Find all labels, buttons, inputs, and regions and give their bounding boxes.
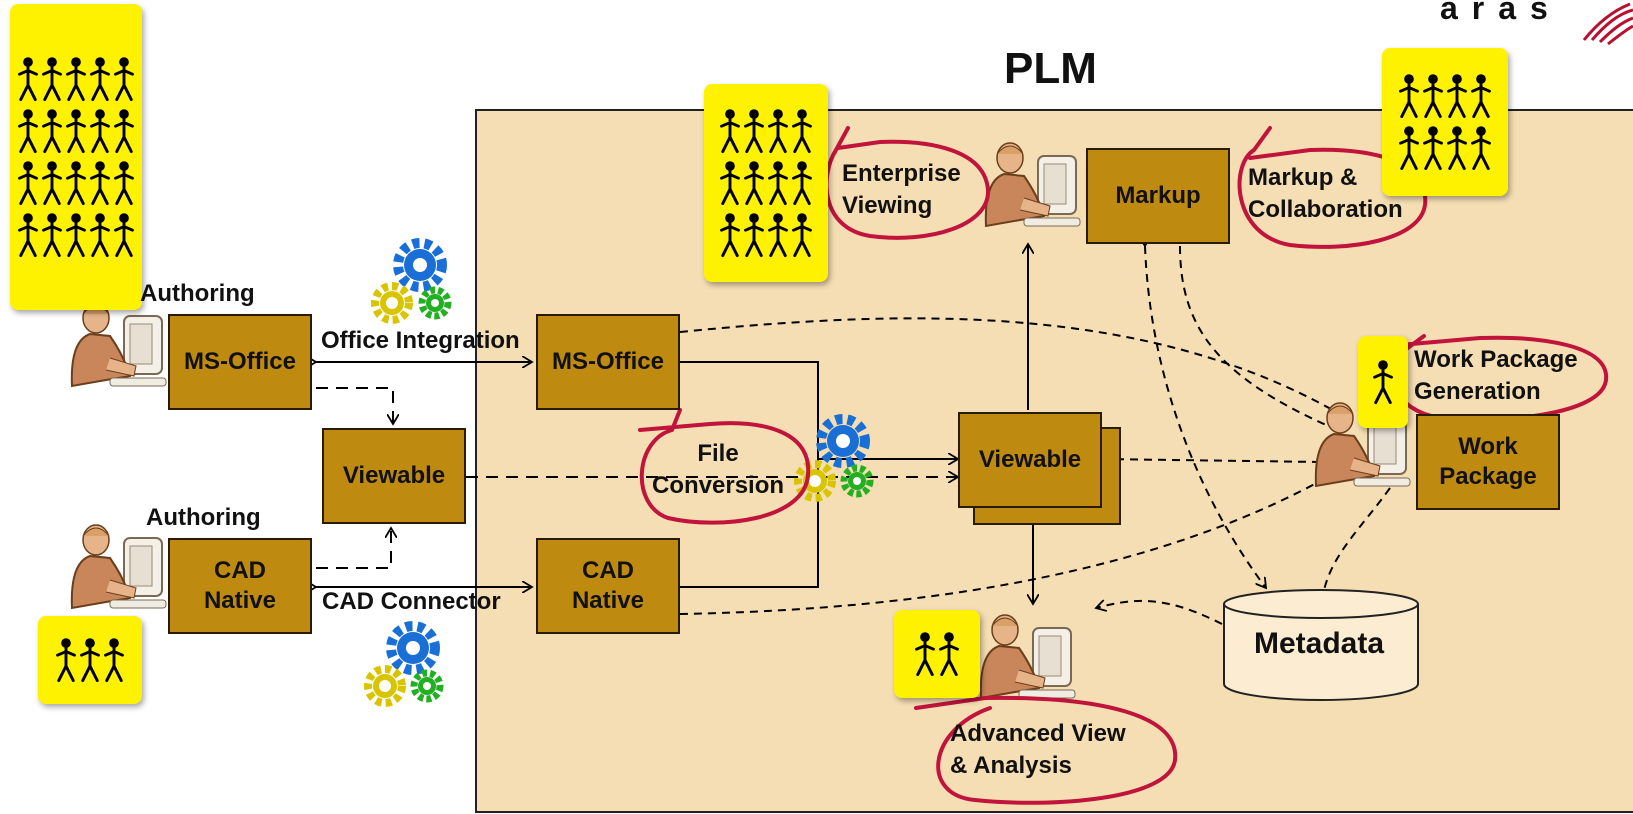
person-figure-icon bbox=[114, 160, 134, 206]
person-figure-icon bbox=[744, 212, 764, 258]
viewable-plm-box: Viewable bbox=[958, 412, 1102, 508]
gears-icon-cad bbox=[391, 626, 435, 670]
person-figure-icon bbox=[939, 631, 959, 677]
person-figure-icon bbox=[1399, 73, 1419, 119]
person-figure-icon bbox=[720, 212, 740, 258]
metadata-to-advanced-dash bbox=[1096, 601, 1223, 625]
aras-logo-text: aras bbox=[1440, 0, 1562, 26]
sticky-note-people-large bbox=[10, 4, 142, 310]
person-figure-icon bbox=[768, 108, 788, 154]
file-conversion-label: File Conversion bbox=[652, 440, 785, 499]
person-figure-icon bbox=[42, 160, 62, 206]
person-figure-icon bbox=[18, 56, 38, 102]
person-figure-icon bbox=[1447, 125, 1467, 171]
metadata-database bbox=[1223, 589, 1419, 701]
sticky-note-people-markup bbox=[1382, 48, 1508, 196]
person-figure-icon bbox=[104, 637, 124, 683]
person-figure-icon bbox=[18, 212, 38, 258]
person-figure-icon bbox=[720, 160, 740, 206]
cad-connector-label: CAD Connector bbox=[322, 588, 501, 615]
ms-office-left-box: MS-Office bbox=[168, 314, 312, 410]
person-figure-icon bbox=[66, 160, 86, 206]
person-figure-icon bbox=[1447, 73, 1467, 119]
person-figure-icon bbox=[66, 108, 86, 154]
person-figure-icon bbox=[915, 631, 935, 677]
person-figure-icon bbox=[114, 212, 134, 258]
person-figure-icon bbox=[56, 637, 76, 683]
sticky-note-people-advanced bbox=[894, 610, 980, 698]
sticky-note-people-enterprise bbox=[704, 84, 828, 282]
person-figure-icon bbox=[42, 56, 62, 102]
gears-icon-conversion bbox=[821, 419, 865, 463]
person-figure-icon bbox=[1373, 359, 1393, 405]
highlight-circles bbox=[638, 126, 1609, 805]
cad-to-viewable-dash bbox=[316, 528, 391, 569]
person-figure-icon bbox=[1423, 73, 1443, 119]
person-figure-icon bbox=[792, 212, 812, 258]
enterprise-viewing-label: Enterprise Viewing bbox=[842, 160, 961, 219]
gears-icon-cad bbox=[368, 669, 402, 703]
gears-icon-office bbox=[375, 286, 409, 320]
user-at-computer-icon bbox=[70, 524, 167, 609]
gears-icon-cad bbox=[414, 673, 440, 699]
advanced-view-analysis-label: Advanced View & Analysis bbox=[950, 720, 1126, 779]
ms-office-plm-box: MS-Office bbox=[536, 314, 680, 410]
person-figure-icon bbox=[744, 108, 764, 154]
person-figure-icon bbox=[90, 212, 110, 258]
person-figure-icon bbox=[114, 56, 134, 102]
person-figure-icon bbox=[792, 108, 812, 154]
markup-box: Markup bbox=[1086, 148, 1230, 244]
advanced-view-circle bbox=[914, 695, 1178, 805]
user-at-computer-icon bbox=[70, 302, 167, 387]
person-figure-icon bbox=[18, 160, 38, 206]
person-figure-icon bbox=[66, 212, 86, 258]
person-figure-icon bbox=[792, 160, 812, 206]
person-figure-icon bbox=[1423, 125, 1443, 171]
authoring-top-label: Authoring bbox=[140, 280, 255, 307]
plm-title: PLM bbox=[1004, 44, 1097, 93]
metadata-label: Metadata bbox=[1254, 627, 1385, 660]
msoffice-to-viewable-dash bbox=[316, 387, 393, 424]
person-figure-icon bbox=[42, 108, 62, 154]
office-integration-label: Office Integration bbox=[321, 327, 520, 354]
person-figure-icon bbox=[768, 160, 788, 206]
person-figure-icon bbox=[1471, 125, 1491, 171]
gears-icon-office bbox=[422, 290, 448, 316]
person-figure-icon bbox=[744, 160, 764, 206]
gears-icon-office bbox=[398, 243, 442, 287]
markup-metadata-dash bbox=[1145, 246, 1266, 588]
work-package-generation-label: Work Package Generation bbox=[1414, 346, 1578, 405]
cad-native-plm-box: CAD Native bbox=[536, 538, 680, 634]
workpackage-to-metadata-dash bbox=[1321, 487, 1391, 605]
person-figure-icon bbox=[720, 108, 740, 154]
person-figure-icon bbox=[90, 160, 110, 206]
person-figure-icon bbox=[1471, 73, 1491, 119]
viewable-left-box: Viewable bbox=[322, 428, 466, 524]
person-figure-icon bbox=[768, 212, 788, 258]
person-figure-icon bbox=[90, 108, 110, 154]
dashed-connectors bbox=[316, 387, 958, 569]
cad-native-left-box: CAD Native bbox=[168, 538, 312, 634]
person-figure-icon bbox=[18, 108, 38, 154]
sticky-note-people-workpackage bbox=[1358, 336, 1408, 428]
person-figure-icon bbox=[66, 56, 86, 102]
work-package-box: Work Package bbox=[1416, 414, 1560, 510]
person-figure-icon bbox=[80, 637, 100, 683]
person-figure-icon bbox=[90, 56, 110, 102]
file-conversion-circle bbox=[638, 408, 811, 525]
sticky-note-people-cad bbox=[38, 616, 142, 704]
aras-logo-mark bbox=[1582, 2, 1633, 46]
person-figure-icon bbox=[42, 212, 62, 258]
markup-collaboration-label: Markup & Collaboration bbox=[1248, 164, 1403, 223]
fine-dashed-connectors bbox=[679, 246, 1391, 625]
person-figure-icon bbox=[114, 108, 134, 154]
authoring-bottom-label: Authoring bbox=[146, 504, 261, 531]
